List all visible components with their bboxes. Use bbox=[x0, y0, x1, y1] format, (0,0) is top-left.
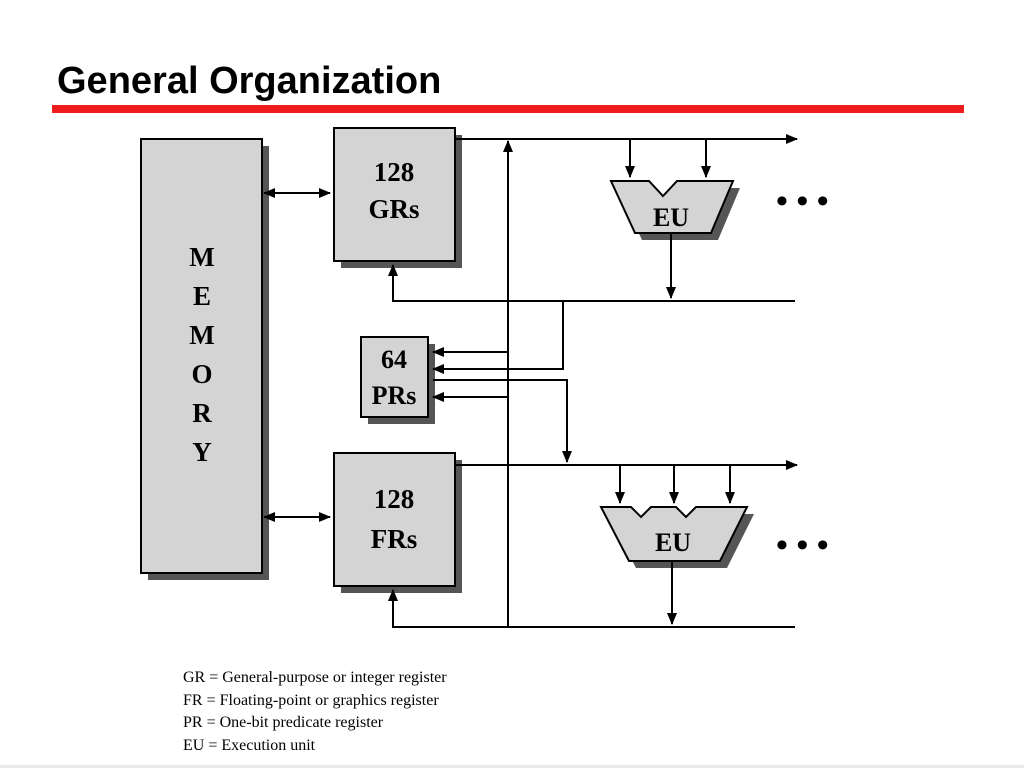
memory-letter: O bbox=[191, 359, 212, 389]
pr-output-arrow bbox=[433, 379, 572, 463]
gr-register-box: 128 GRs bbox=[333, 127, 462, 268]
memory-letter: Y bbox=[192, 437, 212, 467]
legend-item: PR = One-bit predicate register bbox=[183, 714, 384, 731]
gr-label: GRs bbox=[368, 194, 419, 224]
pr-count: 64 bbox=[381, 345, 407, 374]
pr-register-box: 64 PRs bbox=[360, 336, 435, 424]
legend-item: GR = General-purpose or integer register bbox=[183, 669, 447, 686]
connection-lines bbox=[263, 134, 798, 628]
execution-unit-top: EU bbox=[609, 180, 740, 240]
ellipsis-top: • • • bbox=[776, 183, 829, 220]
pr-input-arrow bbox=[432, 301, 564, 374]
eu-top-label: EU bbox=[653, 203, 689, 232]
slide-title: General Organization bbox=[57, 60, 442, 102]
slide-bottom-rule bbox=[0, 765, 1024, 768]
pr-label: PRs bbox=[372, 381, 417, 410]
fr-register-box: 128 FRs bbox=[333, 452, 462, 593]
fr-label: FRs bbox=[371, 524, 418, 554]
memory-letter: E bbox=[193, 281, 211, 311]
ellipsis-bottom: • • • bbox=[776, 527, 829, 564]
fr-count: 128 bbox=[374, 484, 415, 514]
memory-letter: R bbox=[192, 398, 212, 428]
legend: GR = General-purpose or integer register… bbox=[183, 667, 447, 757]
legend-item: EU = Execution unit bbox=[183, 736, 316, 754]
legend-item: FR = Floating-point or graphics register bbox=[183, 691, 439, 709]
memory-block: M E M O R Y bbox=[140, 138, 269, 580]
execution-unit-bottom: EU bbox=[599, 506, 754, 568]
eu-bottom-label: EU bbox=[655, 528, 691, 557]
memory-letter: M bbox=[189, 320, 214, 350]
memory-letter: M bbox=[189, 242, 214, 272]
gr-count: 128 bbox=[374, 157, 415, 187]
title-underline bbox=[52, 105, 964, 113]
